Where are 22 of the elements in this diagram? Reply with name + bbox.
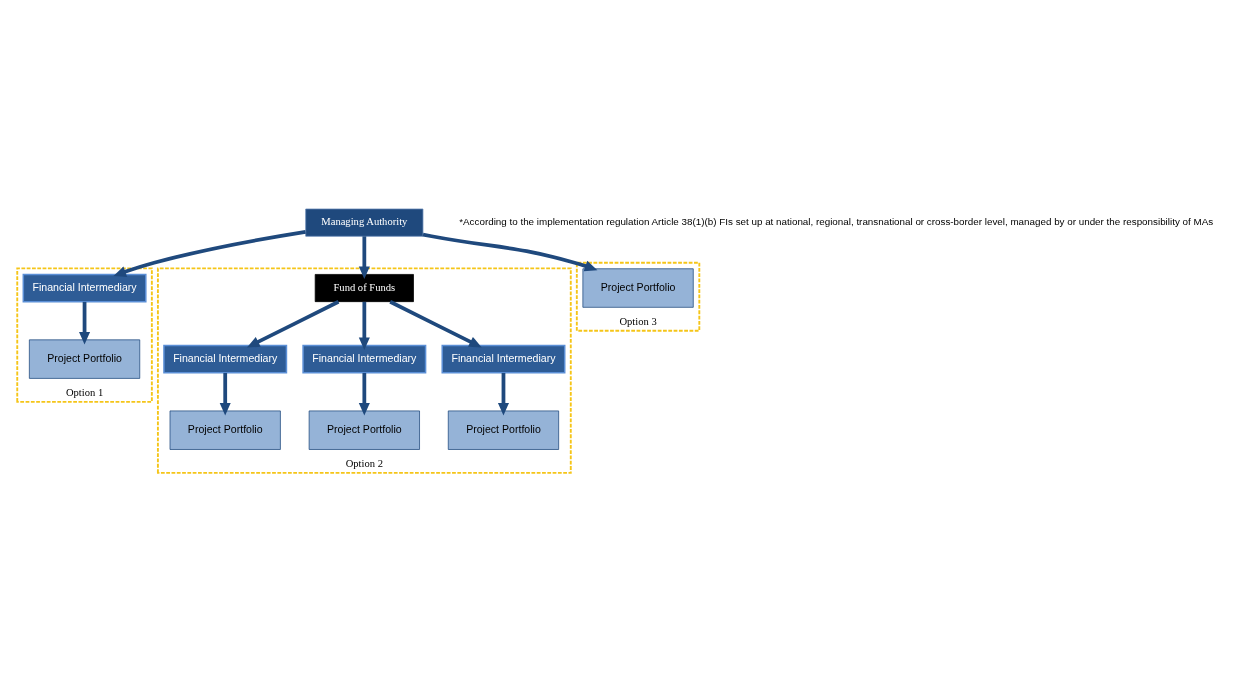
node-box: Project Portfolio [29,339,141,379]
node-box: Financial Intermediary [163,344,288,374]
node-box: Project Portfolio [582,268,694,308]
arrow [113,230,306,277]
label: *According to the implementation regulation Article 38(1)(b) FIs set up at national, regional, transnational or cross-border level, managed by or under the responsibility of MAs [459,216,1214,228]
arrow [219,372,231,416]
arrow [246,300,340,348]
node-box: Fund of Funds [314,274,414,303]
arrow [389,300,482,348]
arrow [422,232,598,272]
node-box: Managing Authority [305,208,424,237]
node-box: Financial Intermediary [302,344,427,374]
arrow [358,301,370,351]
node-box: Financial Intermediary [441,344,566,374]
arrow [358,236,370,280]
node-box: Project Portfolio [169,410,281,450]
arrow [79,301,91,345]
arrow [358,372,370,416]
arrow [497,372,509,416]
node-box: Financial Intermediary [22,273,147,303]
node-box: Project Portfolio [447,410,560,450]
node-box: Project Portfolio [308,410,420,450]
